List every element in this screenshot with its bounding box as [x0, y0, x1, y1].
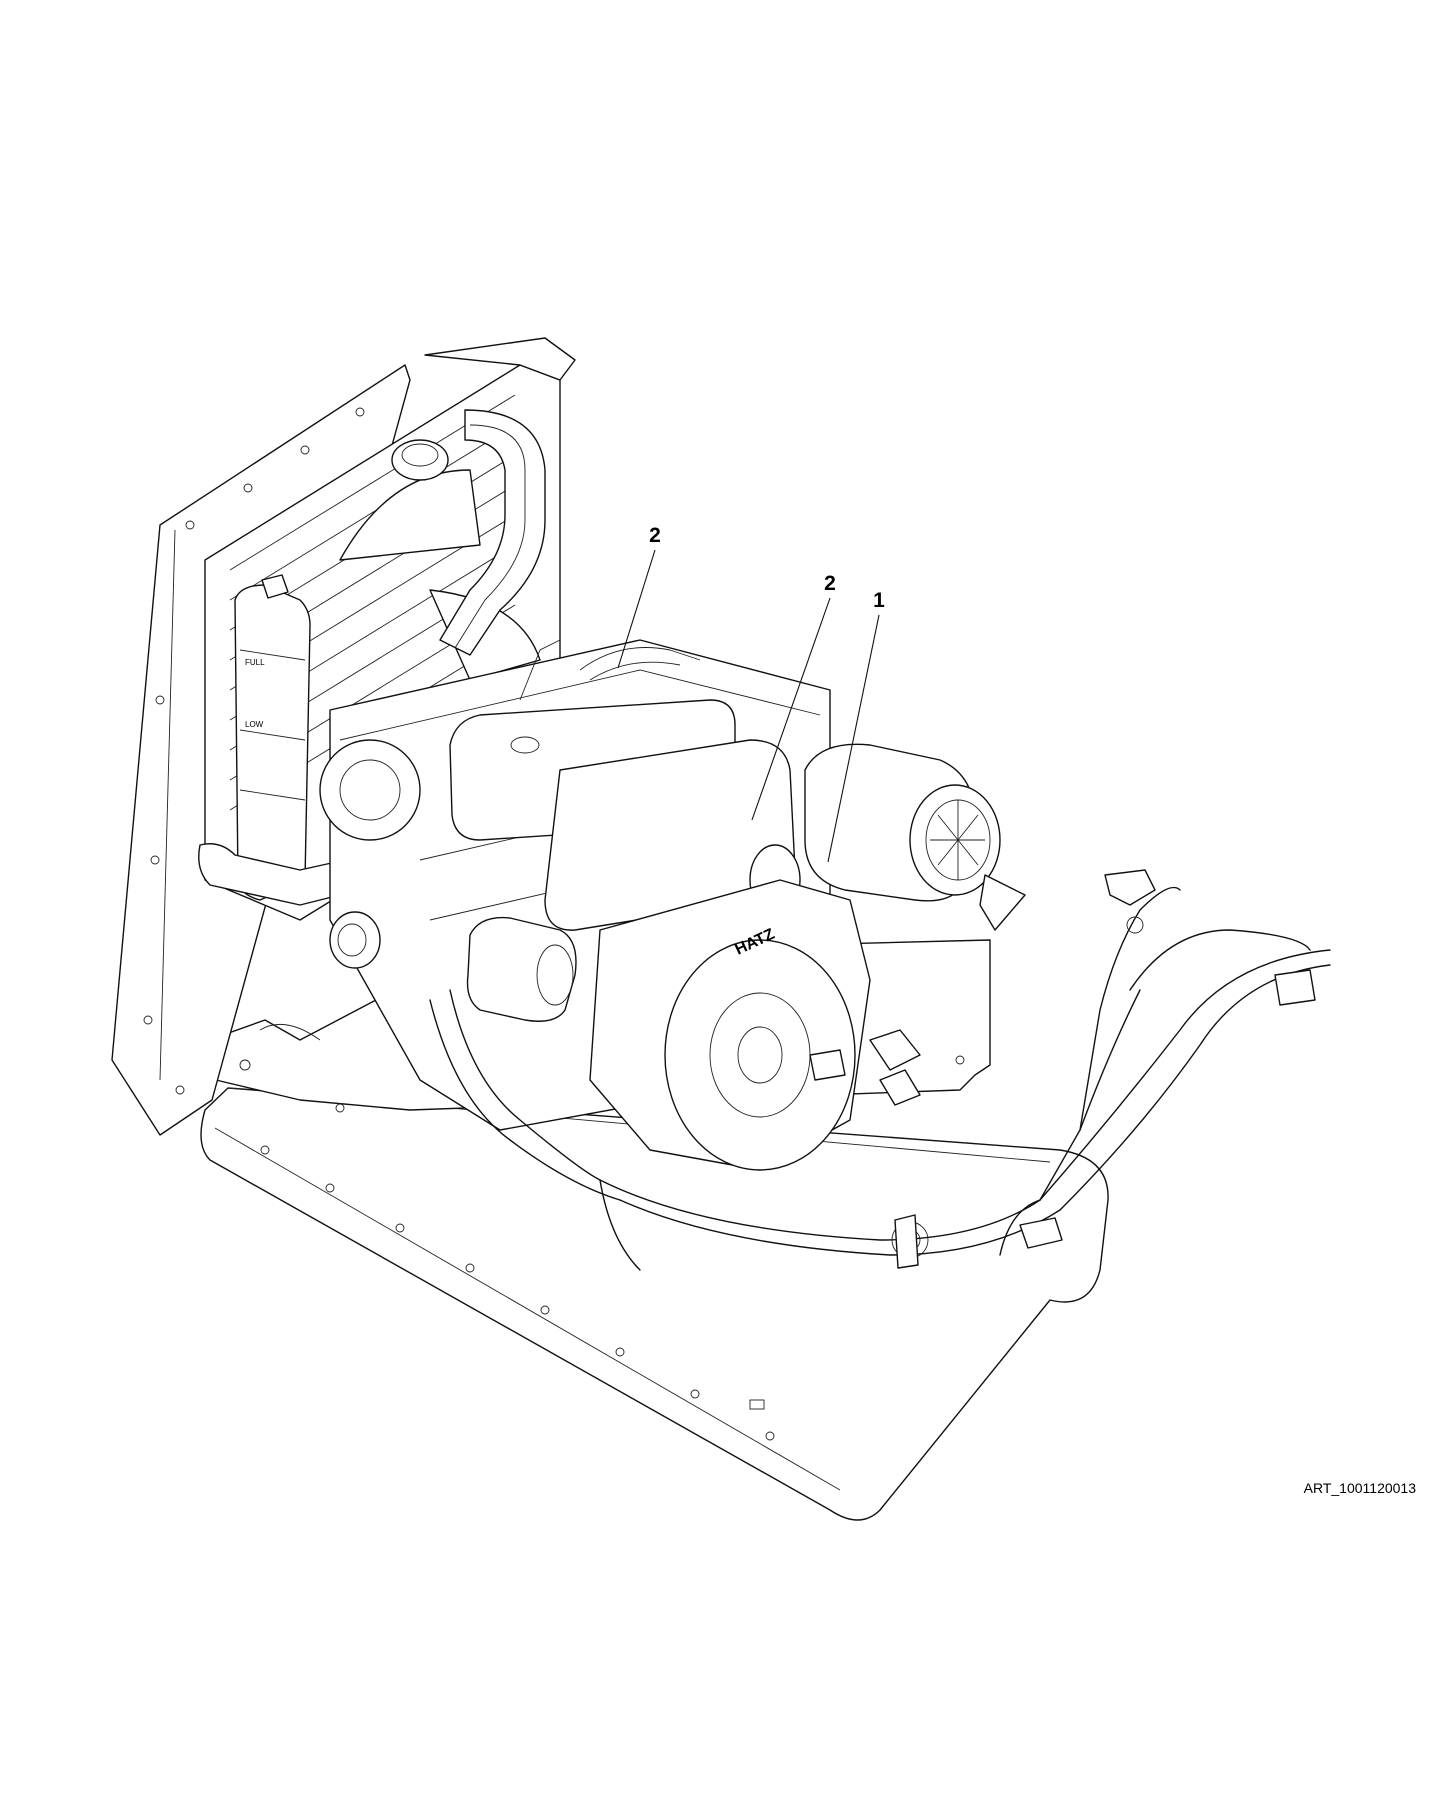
callout-label: 2	[649, 524, 661, 547]
callout-2-left: 2	[617, 524, 661, 669]
base-plate	[200, 1087, 1109, 1521]
coolant-expansion-tank: FULL LOW	[234, 574, 311, 901]
tank-low-mark: LOW	[245, 720, 264, 729]
tank-full-mark: FULL	[245, 658, 265, 667]
upper-radiator-hose	[439, 409, 546, 656]
callout-2-right: 2	[751, 572, 836, 821]
callout-1: 1	[827, 589, 885, 863]
callout-label: 1	[873, 589, 885, 612]
air-filter	[804, 743, 1026, 931]
wiring-harness	[429, 869, 1331, 1271]
artwork-id: ART_1001120013	[1303, 1480, 1416, 1496]
callout-label: 2	[824, 572, 836, 595]
flywheel-housing: HATZ	[589, 879, 871, 1171]
starter-motor	[466, 916, 577, 1022]
